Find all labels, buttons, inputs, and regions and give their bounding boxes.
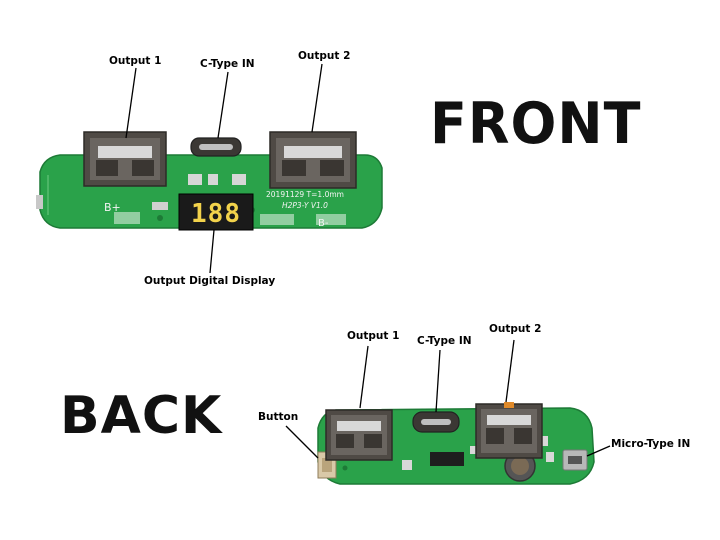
leader-front-display bbox=[209, 229, 215, 274]
silk-date: 20191129 T=1.0mm bbox=[266, 190, 344, 199]
leader-back-output1 bbox=[359, 345, 369, 409]
front-output1-label: Output 1 bbox=[109, 55, 162, 67]
front-display-label: Output Digital Display bbox=[144, 275, 276, 287]
front-digital-display: 188 bbox=[178, 193, 254, 231]
display-digits: 188 bbox=[191, 199, 241, 229]
leader-back-micro bbox=[586, 445, 611, 457]
silk-b-minus: B- bbox=[318, 218, 329, 229]
back-usb-output1 bbox=[325, 409, 393, 461]
back-micro-usb-port bbox=[562, 449, 588, 471]
back-ic-chip bbox=[430, 452, 464, 466]
back-title: BACK bbox=[60, 386, 223, 446]
front-usb-output2 bbox=[269, 131, 357, 189]
leader-front-ctype bbox=[217, 71, 229, 139]
silk-model: H2P3-Y V1.0 bbox=[282, 201, 328, 210]
back-button-label: Button bbox=[258, 411, 299, 423]
front-output2-label: Output 2 bbox=[298, 50, 351, 62]
front-usb-output1 bbox=[83, 131, 167, 187]
front-ctype-label: C-Type IN bbox=[200, 58, 255, 70]
back-micro-label: Micro-Type IN bbox=[611, 438, 691, 450]
back-usb-c-port bbox=[412, 411, 460, 433]
front-title: FRONT bbox=[430, 90, 642, 157]
leader-front-output2 bbox=[311, 63, 323, 133]
front-usb-c-port bbox=[190, 137, 242, 157]
back-usb-output2 bbox=[475, 402, 543, 459]
back-output2-label: Output 2 bbox=[489, 323, 542, 335]
front-board: 188 B+ B- 20191129 T=1.0mm H2P3-Y V1.0 bbox=[36, 63, 383, 274]
back-board bbox=[285, 339, 611, 485]
back-output1-label: Output 1 bbox=[347, 330, 400, 342]
leader-back-button bbox=[285, 425, 319, 459]
leader-back-output2 bbox=[505, 339, 515, 403]
edge-pad bbox=[36, 195, 43, 209]
back-ctype-label: C-Type IN bbox=[417, 335, 472, 347]
silk-b-plus: B+ bbox=[104, 201, 121, 214]
leader-front-output1 bbox=[125, 67, 137, 139]
leader-back-ctype bbox=[435, 349, 441, 413]
